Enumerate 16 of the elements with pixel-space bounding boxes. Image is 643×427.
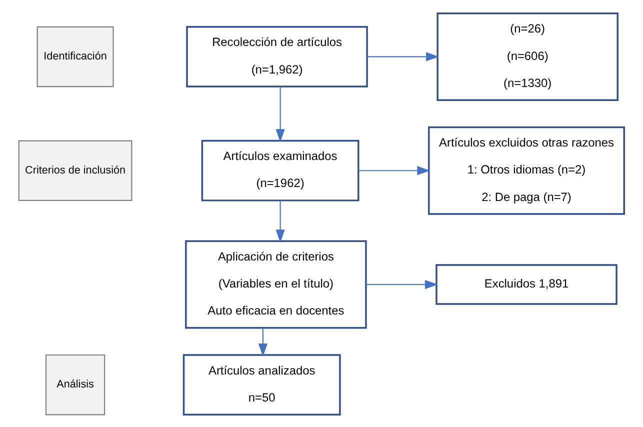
node-box: Artículos examinados (n=1962) <box>201 139 360 201</box>
node-box: (n=26) (n=606) (n=1330) <box>436 12 618 100</box>
node-box: Recolección de artículos (n=1,962) <box>186 26 368 87</box>
node-box: Aplicación de criterios (Variables en el título) Auto eficacia en docentes <box>185 240 367 328</box>
arrow <box>276 86 285 142</box>
arrow <box>258 327 268 356</box>
node-box: Identificación <box>36 26 114 87</box>
node-box: Artículos excluidos otras razones 1: Otros idiomas (n=2) 2: De paga (n=7) <box>428 126 625 214</box>
node-box: Criterios de inclusión <box>18 140 132 200</box>
node-box: Excluidos 1,891 <box>436 264 618 304</box>
node-box: Artículos analizados n=50 <box>182 354 341 416</box>
arrow <box>358 166 430 175</box>
arrow <box>367 52 440 61</box>
node-box: Análisis <box>45 354 106 415</box>
arrow <box>366 279 438 289</box>
arrow <box>276 200 285 242</box>
